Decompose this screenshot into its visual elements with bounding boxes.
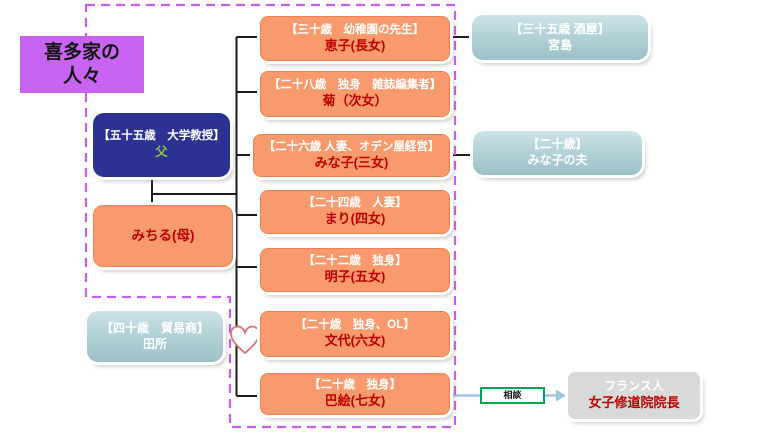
page-title-line2: 人々 — [62, 65, 101, 87]
miyajima-card: 【三十五歳 酒屋】 宮島 — [472, 15, 648, 60]
daughter3-description: 【二十六歳 人妻、オデン屋経営】 — [263, 140, 440, 153]
daughter-card-4: 【二十四歳 人妻】 まり(四女) — [260, 190, 450, 234]
father-description: 【五十五歳 大学教授】 — [98, 130, 225, 143]
daughter-card-5: 【二十二歳 独身】 明子(五女) — [260, 248, 450, 292]
daughter-card-1: 【三十歳 幼稚園の先生】 恵子(長女) — [260, 16, 450, 61]
husband-name: みな子の夫 — [527, 153, 588, 167]
consult-arrow-head — [556, 389, 566, 402]
daughter7-description: 【二十歳 独身】 — [309, 379, 401, 392]
tadokoro-name: 田所 — [142, 336, 167, 351]
heart-icon — [230, 325, 260, 355]
daughter1-description: 【三十歳 幼稚園の先生】 — [286, 23, 424, 36]
miyajima-description: 【三十五歳 酒屋】 — [510, 21, 610, 36]
page-title-line1: 喜多家の — [43, 41, 120, 63]
daughter4-name: まり(四女) — [324, 211, 386, 227]
tadokoro-card: 【四十歳 貿易商】 田所 — [87, 311, 223, 362]
daughter7-name: 巴絵(七女) — [324, 393, 386, 409]
daughter4-description: 【二十四歳 人妻】 — [303, 197, 407, 210]
daughter5-description: 【二十二歳 独身】 — [303, 255, 407, 268]
family-boundary-dashed-border — [84, 3, 457, 429]
husband-description: 【二十歳】 — [527, 137, 588, 152]
minako-husband-card: 【二十歳】 みな子の夫 — [473, 131, 642, 175]
mother-card: みちる(母) — [93, 205, 233, 267]
tadokoro-description: 【四十歳 貿易商】 — [100, 320, 209, 335]
advisor-card: フランス人 女子修道院院長 — [568, 372, 700, 419]
daughter-card-3: 【二十六歳 人妻、オデン屋経営】 みな子(三女) — [253, 134, 450, 177]
mother-name: みちる(母) — [131, 228, 195, 244]
daughter1-name: 恵子(長女) — [324, 37, 386, 53]
father-name: 父 — [155, 145, 168, 160]
daughter-card-6: 【二十歳 独身、OL】 文代(六女) — [260, 311, 450, 357]
daughter6-description: 【二十歳 独身、OL】 — [295, 319, 415, 332]
page-title: 喜多家の 人々 — [20, 36, 144, 93]
consult-relation-label: 相談 — [480, 387, 545, 404]
daughter6-name: 文代(六女) — [324, 333, 386, 349]
father-card: 【五十五歳 大学教授】 父 — [93, 113, 230, 177]
daughter-card-2: 【二十八歳 独身 雑誌編集者】 菊（次女） — [260, 71, 450, 117]
advisor-description: フランス人 — [604, 379, 664, 394]
daughter2-name: 菊（次女） — [322, 93, 388, 109]
daughter2-description: 【二十八歳 独身 雑誌編集者】 — [268, 79, 442, 92]
miyajima-name: 宮島 — [547, 37, 572, 52]
advisor-name: 女子修道院院長 — [588, 394, 680, 410]
daughter-card-7: 【二十歳 独身】 巴絵(七女) — [260, 373, 450, 415]
daughter5-name: 明子(五女) — [324, 269, 386, 285]
daughter3-name: みな子(三女) — [314, 154, 389, 170]
